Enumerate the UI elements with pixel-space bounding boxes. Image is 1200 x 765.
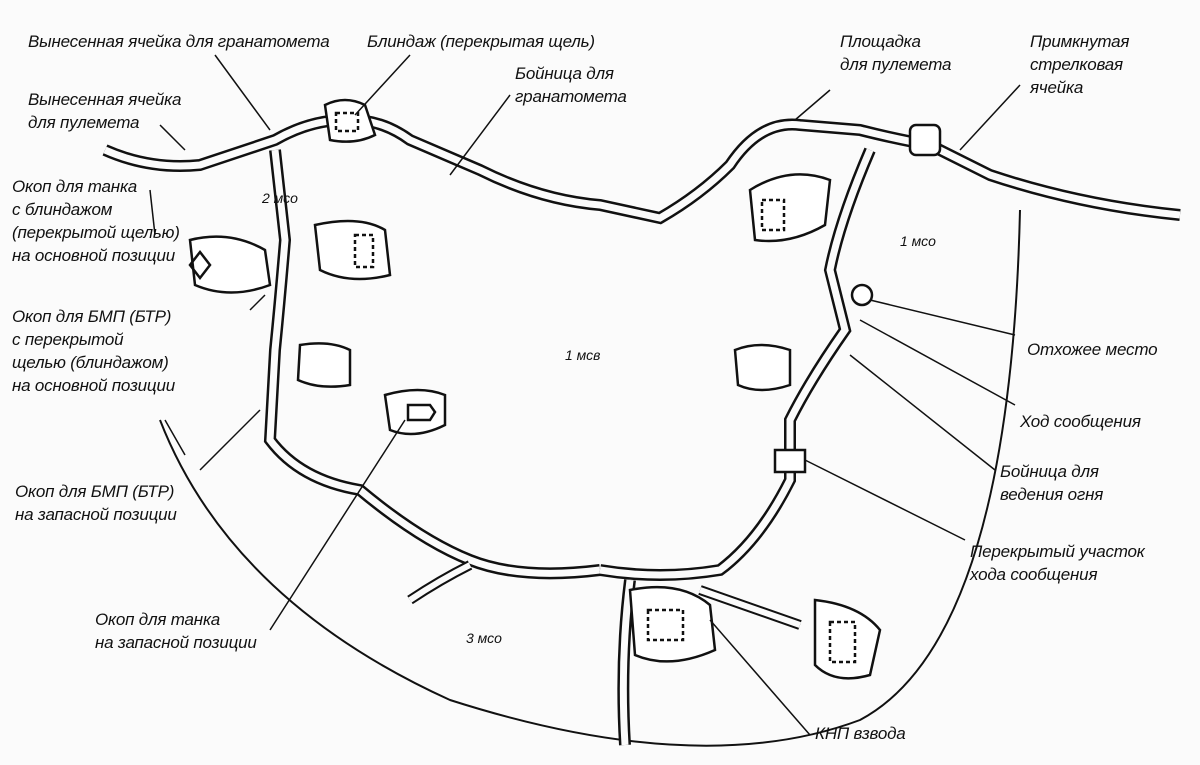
sector-boundary-arc [159, 209, 1021, 747]
label-rifle-cell: Примкнутая стрелковая ячейка [1030, 32, 1130, 97]
covered-section [773, 448, 807, 474]
tank-trench-reserve [383, 388, 447, 436]
label-grenade-cell: Вынесенная ячейка для гранатомета [28, 32, 330, 51]
dugout-top [323, 98, 377, 143]
leader-lines [149, 54, 1021, 736]
unit-squad-1: 1 мсо [900, 233, 936, 249]
label-fire-loophole: Бойница для ведения огня [1000, 462, 1104, 504]
label-covered-section: Перекрытый участок хода сообщения [970, 542, 1145, 584]
label-latrine: Отхожее место [1027, 340, 1158, 359]
rear-trench [617, 579, 636, 746]
unit-squad-3: 3 мсо [466, 630, 502, 646]
right-bmp-trench [748, 173, 832, 243]
label-mg-cell: Вынесенная ячейка для пулемета [28, 90, 182, 132]
squad3-trench [407, 560, 473, 605]
label-dugout: Блиндаж (перекрытая щель) [367, 32, 595, 51]
label-mg-pad: Площадка для пулемета [840, 32, 952, 74]
label-bmp-trench-reserve: Окоп для БМП (БТР) на запасной позиции [15, 482, 177, 524]
unit-squad-2: 2 мсо [262, 190, 298, 206]
label-bmp-trench-main: Окоп для БМП (БТР) с перекрытой щелью (б… [12, 307, 175, 395]
label-comm-trench: Ход сообщения [1020, 412, 1141, 431]
bmp-trench-reserve [296, 342, 352, 388]
right-tank-trench [733, 343, 792, 392]
label-tank-trench-reserve: Окоп для танка на запасной позиции [95, 610, 257, 652]
label-tank-trench-main: Окоп для танка с блиндажом (перекрытой щ… [12, 177, 180, 265]
bmp-trench-main [313, 219, 392, 281]
unit-platoon: 1 мсв [565, 347, 601, 363]
kp-emplacement [628, 585, 717, 663]
right-lower-tank-trench [813, 598, 882, 680]
kp-trench [698, 585, 802, 630]
emplacements [188, 98, 942, 680]
label-grenade-loophole: Бойница для гранатомета [515, 64, 627, 106]
tank-trench-main [188, 235, 272, 294]
right-comm-trench [599, 147, 876, 581]
mg-pad [908, 123, 942, 157]
label-command-post: КНП взвода [815, 724, 906, 743]
latrine-circle [850, 283, 874, 307]
